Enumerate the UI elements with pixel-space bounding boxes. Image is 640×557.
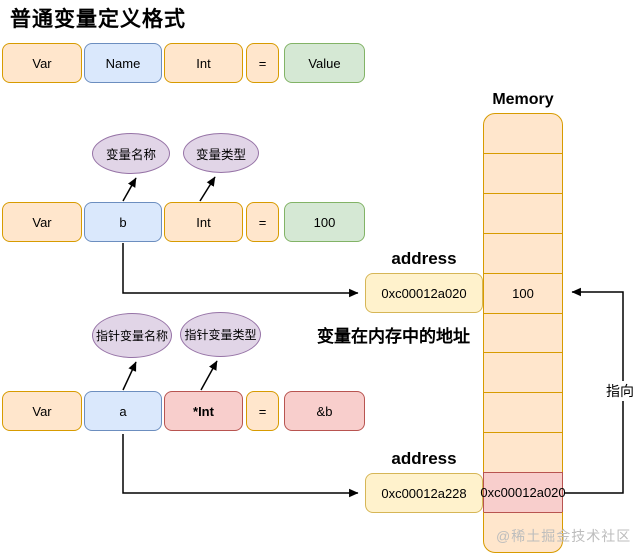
memory-cell (484, 392, 562, 432)
memory-cell (484, 192, 562, 233)
format-equals-box: = (246, 43, 279, 83)
var-name-ellipse: 变量名称 (92, 133, 170, 174)
address-a-label: address (391, 449, 457, 468)
memory-cell (484, 152, 562, 193)
arrow-int-to-vartype (199, 176, 216, 202)
memory-cell (484, 312, 562, 353)
ptr-type-ellipse: 指针变量类型 (180, 312, 261, 357)
arrow-a-to-ptrname (122, 361, 137, 391)
a-equals-box: = (246, 391, 279, 431)
ptr-name-ellipse: 指针变量名称 (92, 313, 172, 358)
memory-column: 100 0xc00012a020 (480, 113, 566, 553)
arrow-b-to-address (122, 243, 359, 298)
var-type-ellipse: 变量类型 (183, 133, 259, 173)
a-value-box: &b (284, 391, 365, 431)
format-value-box: Value (284, 43, 365, 83)
memory-address-note: 变量在内存中的地址 (317, 327, 470, 346)
address-b-value-box: 0xc00012a020 (365, 273, 483, 313)
arrow-b-to-varname (122, 177, 137, 202)
b-name-box: b (84, 202, 162, 242)
b-type-box: Int (164, 202, 243, 242)
memory-cell (484, 352, 562, 392)
points-to-label: 指向 (604, 381, 636, 401)
address-b-label: address (391, 249, 457, 268)
arrow-starint-to-ptrtype (200, 360, 218, 391)
a-var-box: Var (2, 391, 82, 431)
arrow-a-to-address (122, 434, 359, 498)
a-name-box: a (84, 391, 162, 431)
b-var-box: Var (2, 202, 82, 242)
memory-cell (484, 232, 562, 273)
memory-cell (484, 512, 562, 552)
memory-cell-pointer-address: 0xc00012a020 (480, 472, 566, 513)
memory-cell (484, 432, 562, 472)
format-name-box: Name (84, 43, 162, 83)
page-title: 普通变量定义格式 (10, 8, 186, 31)
b-equals-box: = (246, 202, 279, 242)
address-a-value-box: 0xc00012a228 (365, 473, 483, 513)
memory-cell (484, 114, 562, 153)
memory-title: Memory (492, 91, 554, 108)
format-type-box: Int (164, 43, 243, 83)
b-value-box: 100 (284, 202, 365, 242)
format-var-box: Var (2, 43, 82, 83)
memory-cell-value-100: 100 (484, 272, 562, 313)
watermark: @稀土掘金技术社区 (496, 528, 632, 544)
a-type-box: *Int (164, 391, 243, 431)
